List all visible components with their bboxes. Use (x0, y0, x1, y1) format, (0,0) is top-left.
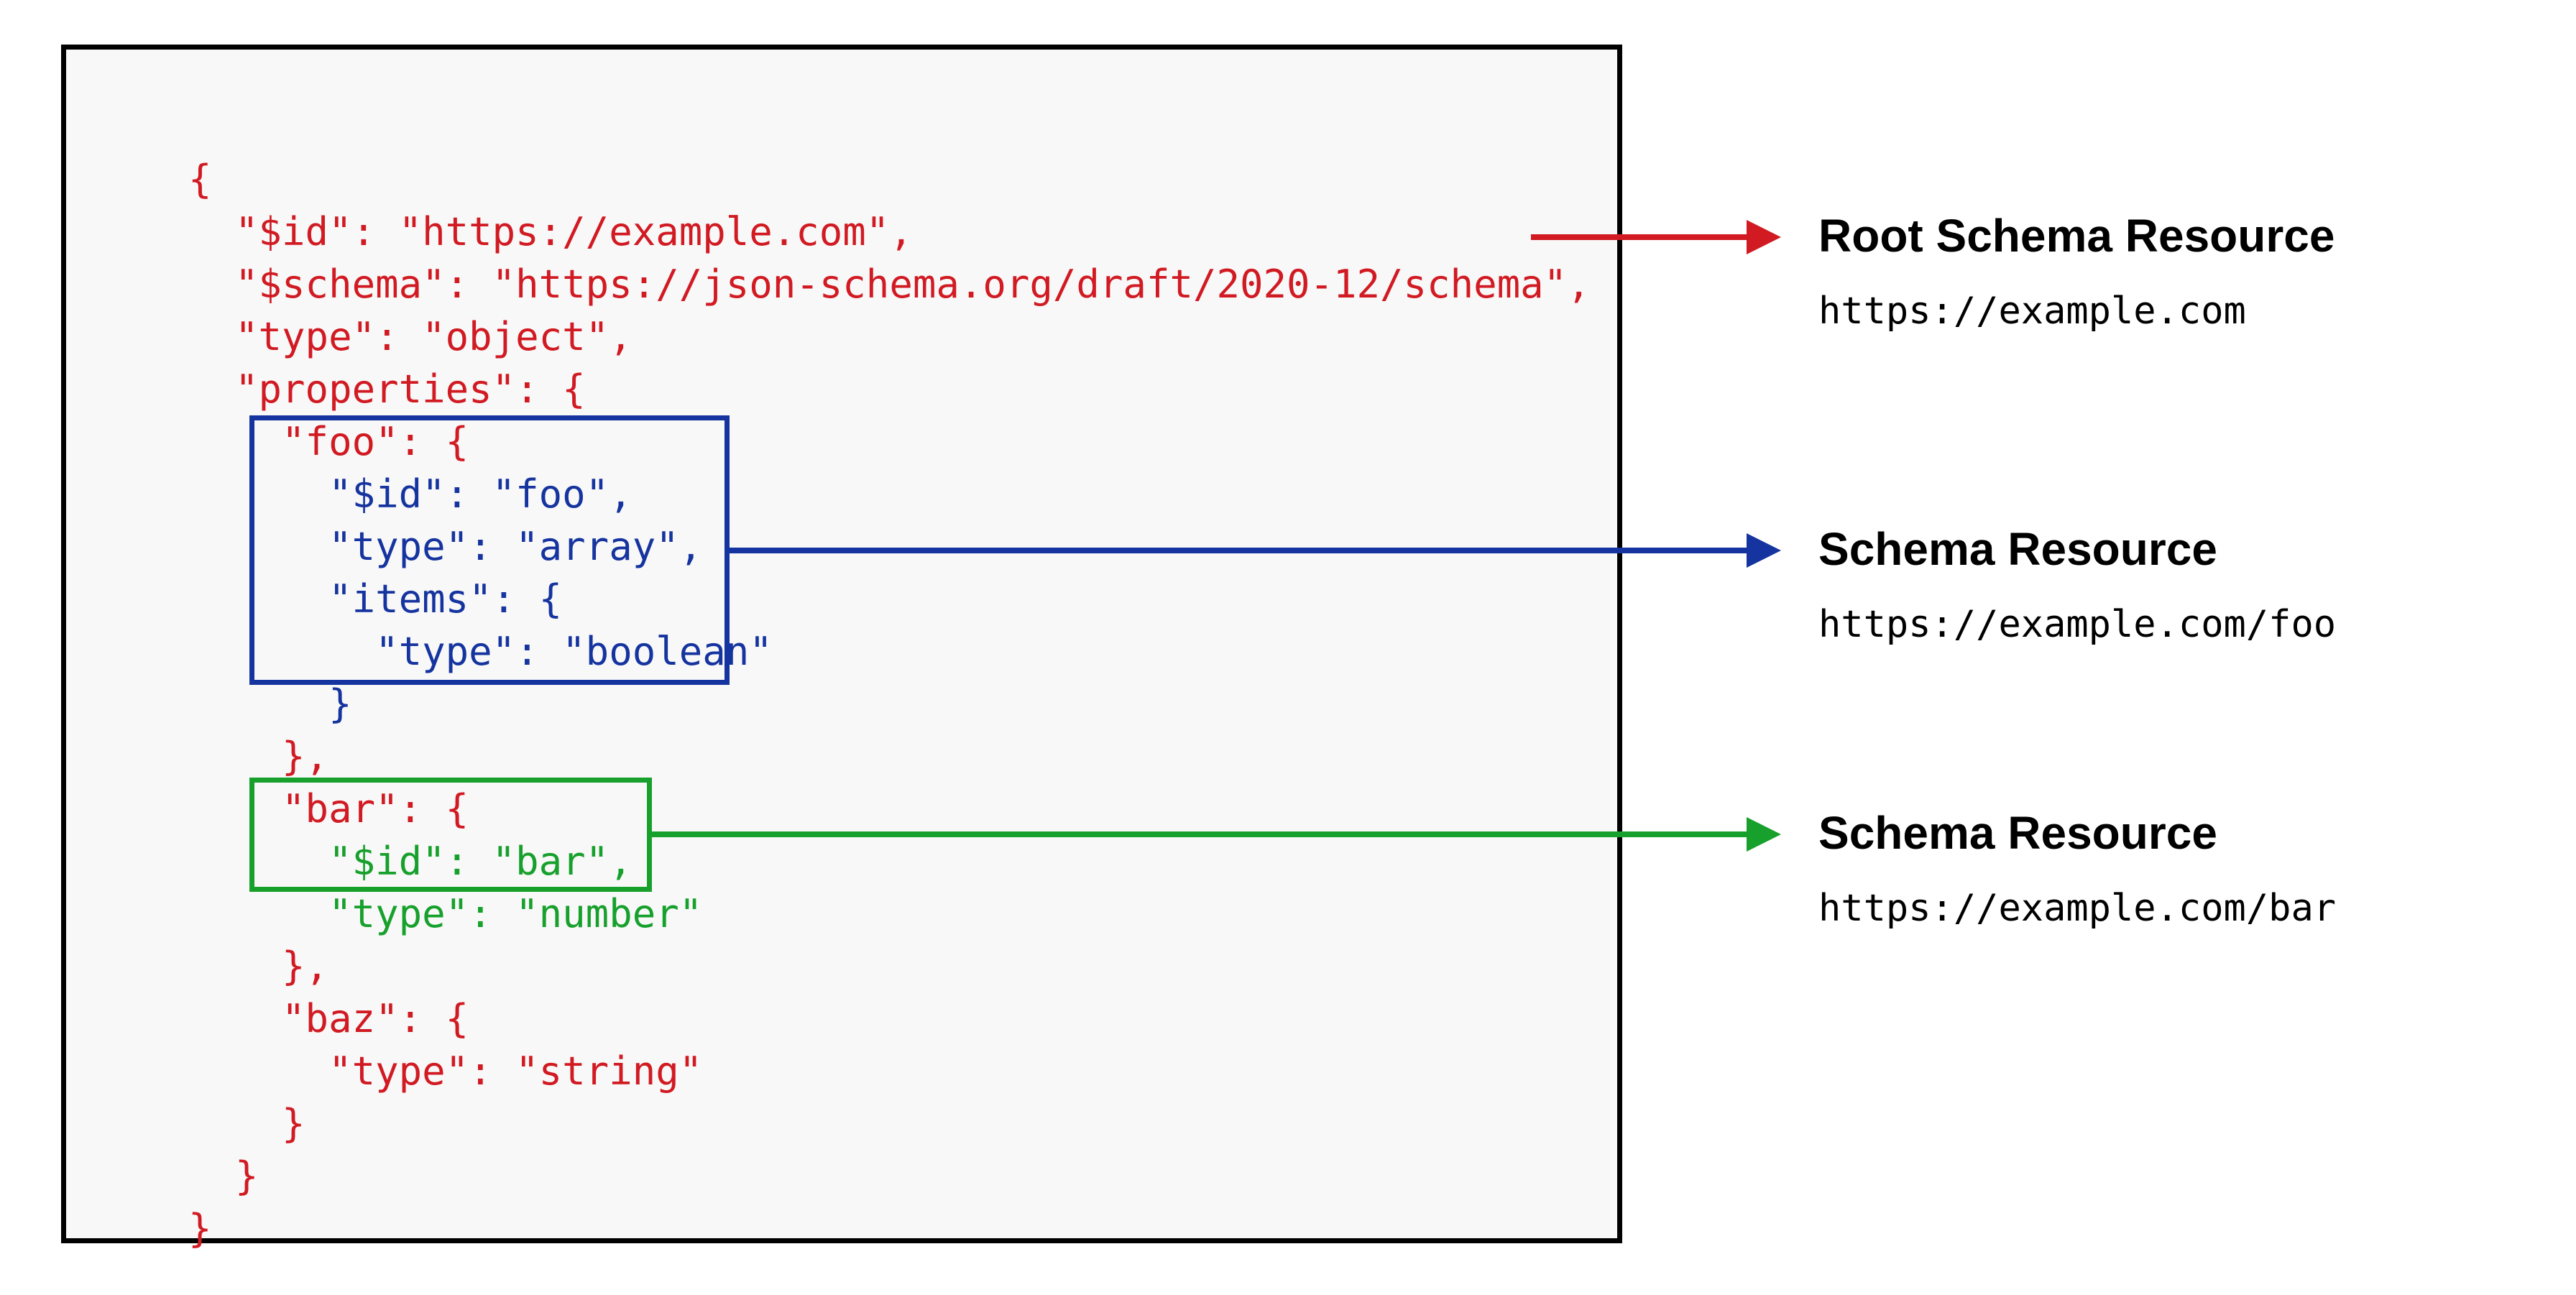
annotation-bar-schema-resource: Schema Resource https://example.com/bar (1818, 808, 2336, 931)
annotation-url: https://example.com (1818, 290, 2246, 333)
code-line: "$schema": "https://json-schema.org/draf… (188, 262, 1591, 307)
json-code-panel: { "$id": "https://example.com", "$schema… (61, 45, 1622, 1251)
code-line: "type": "boolean" (188, 629, 773, 674)
code-line: "baz": { (188, 996, 469, 1041)
code-line: "bar": { (188, 786, 469, 831)
code-line: }, (188, 734, 329, 779)
code-line: } (188, 1153, 259, 1199)
json-code: { "$id": "https://example.com", "$schema… (188, 153, 1591, 1255)
foo-schema-resource-outline (249, 415, 730, 685)
annotation-title: Root Schema Resource (1818, 210, 2335, 262)
code-line: } (188, 681, 352, 727)
code-line: "type": "array", (188, 524, 703, 569)
root-schema-leader-line (1531, 234, 1748, 240)
red-arrowhead-icon (1747, 220, 1781, 254)
code-line: "$id": "foo", (188, 471, 632, 517)
bar-schema-leader-line (650, 831, 1748, 837)
annotation-foo-schema-resource: Schema Resource https://example.com/foo (1818, 524, 2336, 648)
annotation-url: https://example.com/bar (1818, 887, 2337, 930)
code-line: "type": "string" (188, 1049, 703, 1094)
annotation-url: https://example.com/foo (1818, 603, 2337, 646)
code-line: { (188, 157, 212, 202)
bar-schema-resource-outline (249, 778, 652, 892)
code-line: "type": "object", (188, 314, 632, 359)
code-line: "$id": "https://example.com", (188, 209, 913, 254)
code-line: } (188, 1206, 212, 1251)
code-line: "foo": { (188, 419, 469, 464)
code-line: "type": "number" (188, 891, 703, 936)
annotation-root-schema-resource: Root Schema Resource https://example.com (1818, 211, 2334, 334)
code-line: }, (188, 944, 329, 989)
annotation-title: Schema Resource (1818, 523, 2217, 575)
blue-arrowhead-icon (1747, 533, 1781, 568)
code-line: "properties": { (188, 367, 586, 412)
annotation-title: Schema Resource (1818, 807, 2217, 859)
green-arrowhead-icon (1747, 817, 1781, 852)
code-line: } (188, 1101, 305, 1146)
foo-schema-leader-line (727, 548, 1748, 553)
code-line: "$id": "bar", (188, 839, 632, 884)
code-line: "items": { (188, 576, 563, 622)
